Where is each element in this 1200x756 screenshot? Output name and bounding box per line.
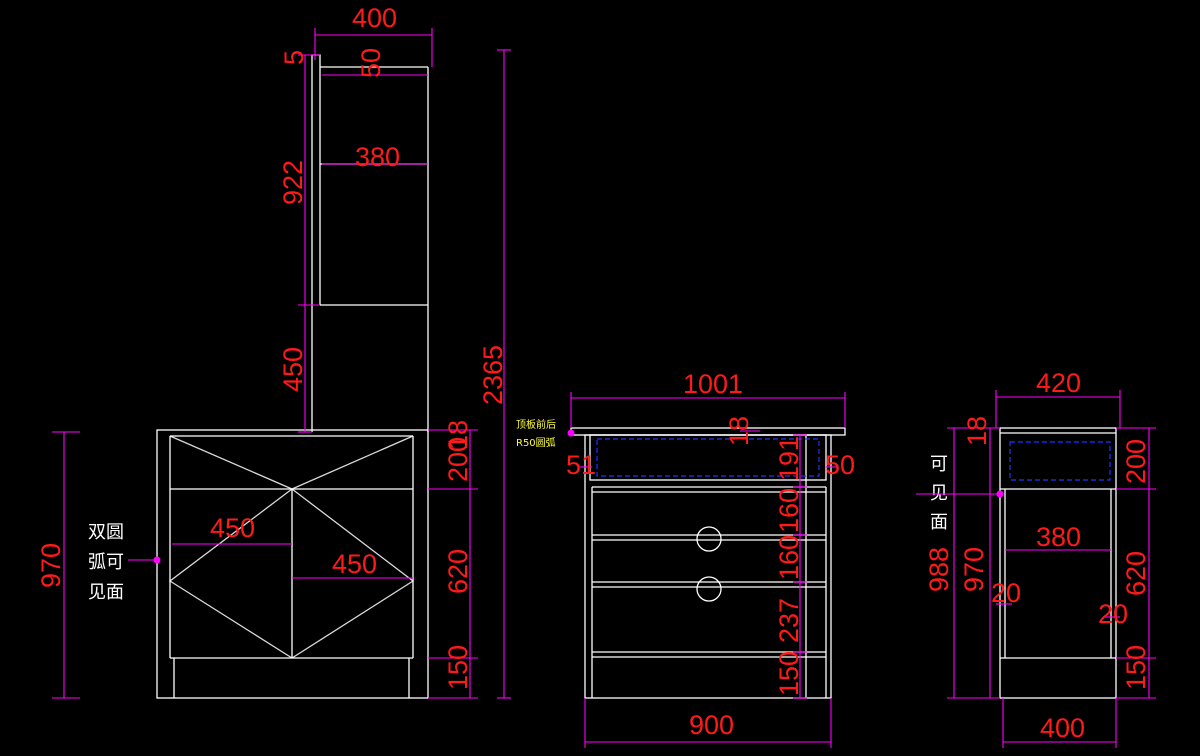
side-dim-top-offset: 5 [279,50,309,65]
end-dim-drawer-zone: 200 [1121,439,1151,484]
end-note-line-3: 面 [930,512,948,533]
side-dim-base-zone: 150 [443,645,473,690]
side-dim-cabinet-height: 970 [36,543,66,588]
end-dim-total-height: 988 [924,547,954,592]
end-dim-cabinet-height: 970 [959,547,989,592]
front-dim-d5: 150 [774,651,804,696]
end-note: 可 见 面 [916,454,1004,533]
front-note-marker [567,429,575,437]
front-note: 顶板前后 R50圆弧 [516,418,575,449]
front-dim-top-width: 1001 [683,369,743,399]
side-dim-lower-gap: 450 [278,347,308,392]
front-dim-d3: 160 [774,535,804,580]
front-hidden-drawer [596,438,820,477]
front-dim-top-thickness: 18 [724,416,754,446]
side-dim-top-width: 400 [352,3,397,33]
side-dim-top-inner: 50 [356,48,386,78]
end-dim-top-width: 420 [1036,368,1081,398]
side-dim-upper-height: 922 [278,160,308,205]
side-note-marker [153,556,161,564]
front-dim-d4: 237 [774,598,804,643]
side-note: 双圆 弧可 见面 [88,522,161,603]
side-cabinet-outline [156,429,429,699]
side-dim-diag-b: 450 [332,549,377,579]
front-dim-left-offset: 51 [566,450,596,480]
end-dim-left-side: 20 [991,578,1021,608]
end-dimension-lines [947,390,1156,748]
front-note-line-2: R50圆弧 [516,436,556,449]
handle-hole-2 [696,576,722,602]
side-view: 400 5 50 380 922 450 2365 970 450 450 18… [36,3,511,699]
side-note-line-1: 双圆 [88,522,124,543]
end-dim-top-thickness: 18 [962,416,992,446]
end-view: 420 18 200 988 970 380 20 20 620 150 400… [916,368,1156,748]
front-dim-bottom-width: 900 [689,710,734,740]
handle-hole-1 [696,526,722,552]
side-dim-total-height: 2365 [478,345,508,405]
side-note-line-3: 见面 [88,582,124,603]
front-cabinet-outline [570,427,846,699]
end-cabinet-outline [999,427,1117,699]
end-dim-middle-zone: 620 [1121,551,1151,596]
end-dim-right-side: 20 [1098,599,1128,629]
side-hutch-outline [311,54,429,432]
end-dim-bottom-width: 400 [1040,713,1085,743]
end-note-line-1: 可 [930,454,948,475]
side-dim-shelf-width: 380 [355,142,400,172]
end-dim-inner-width: 380 [1036,522,1081,552]
side-dim-diag-a: 450 [210,513,255,543]
front-view: 1001 18 51 50 191 160 160 237 150 900 顶板… [516,369,855,748]
side-dimension-lines [52,28,511,699]
front-dim-right-offset: 50 [825,450,855,480]
end-hidden-drawer [1009,441,1111,481]
front-dim-d1: 191 [774,436,804,481]
front-note-line-1: 顶板前后 [516,418,556,431]
front-dimension-lines [570,392,846,748]
side-dim-middle-zone: 620 [443,549,473,594]
end-note-marker [996,490,1004,498]
side-note-line-2: 弧可 [88,552,124,573]
side-dim-drawer-zone: 200 [443,437,473,482]
end-dim-base-zone: 150 [1121,645,1151,690]
front-dim-d2: 160 [774,488,804,533]
side-dim-top-thickness: 18 [443,420,473,450]
